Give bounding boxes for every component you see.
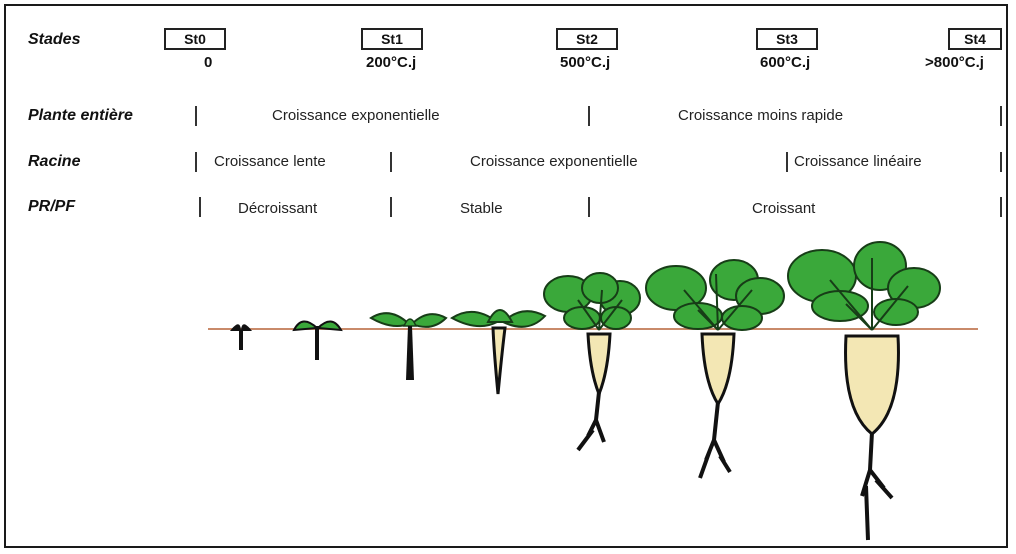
stage-box-st2: St2 (556, 28, 618, 50)
separator (195, 106, 197, 126)
separator (1000, 152, 1002, 172)
row-label-plante-entiere: Plante entière (28, 107, 133, 124)
stage-value-st3: 600°C.j (760, 54, 811, 71)
plant-stage-2 (292, 320, 343, 360)
stage-box-st3: St3 (756, 28, 818, 50)
plante-phase-exponentielle: Croissance exponentielle (272, 107, 440, 124)
prpf-phase-decroissant: Décroissant (238, 200, 318, 217)
plant-stage-6 (645, 259, 785, 479)
row-label-pr-pf: PR/PF (28, 198, 76, 215)
plant-stage-7 (787, 241, 941, 541)
separator (199, 197, 201, 217)
stage-box-st0: St0 (164, 28, 226, 50)
stage-value-st0: 0 (204, 54, 213, 71)
stage-box-st4: St4 (948, 28, 1002, 50)
separator (390, 152, 392, 172)
separator (588, 106, 590, 126)
stage-box-st1: St1 (361, 28, 423, 50)
separator (195, 152, 197, 172)
separator (1000, 197, 1002, 217)
racine-phase-exponentielle: Croissance exponentielle (470, 153, 638, 170)
plante-phase-moins-rapide: Croissance moins rapide (678, 107, 844, 124)
plant-stage-3 (369, 312, 448, 380)
separator (786, 152, 788, 172)
separator (1000, 106, 1002, 126)
row-label-racine: Racine (28, 153, 81, 170)
racine-phase-lineaire: Croissance linéaire (794, 153, 922, 170)
stage-value-st1: 200°C.j (366, 54, 417, 71)
stage-value-st4: >800°C.j (925, 54, 984, 71)
prpf-phase-croissant: Croissant (752, 200, 816, 217)
separator (588, 197, 590, 217)
plant-stage-1 (230, 324, 252, 350)
separator (390, 197, 392, 217)
plant-stage-5 (543, 272, 641, 452)
racine-phase-lente: Croissance lente (214, 153, 326, 170)
plant-stage-4 (450, 309, 547, 395)
stage-value-st2: 500°C.j (560, 54, 611, 71)
prpf-phase-stable: Stable (460, 200, 503, 217)
row-label-stades: Stades (28, 31, 81, 48)
